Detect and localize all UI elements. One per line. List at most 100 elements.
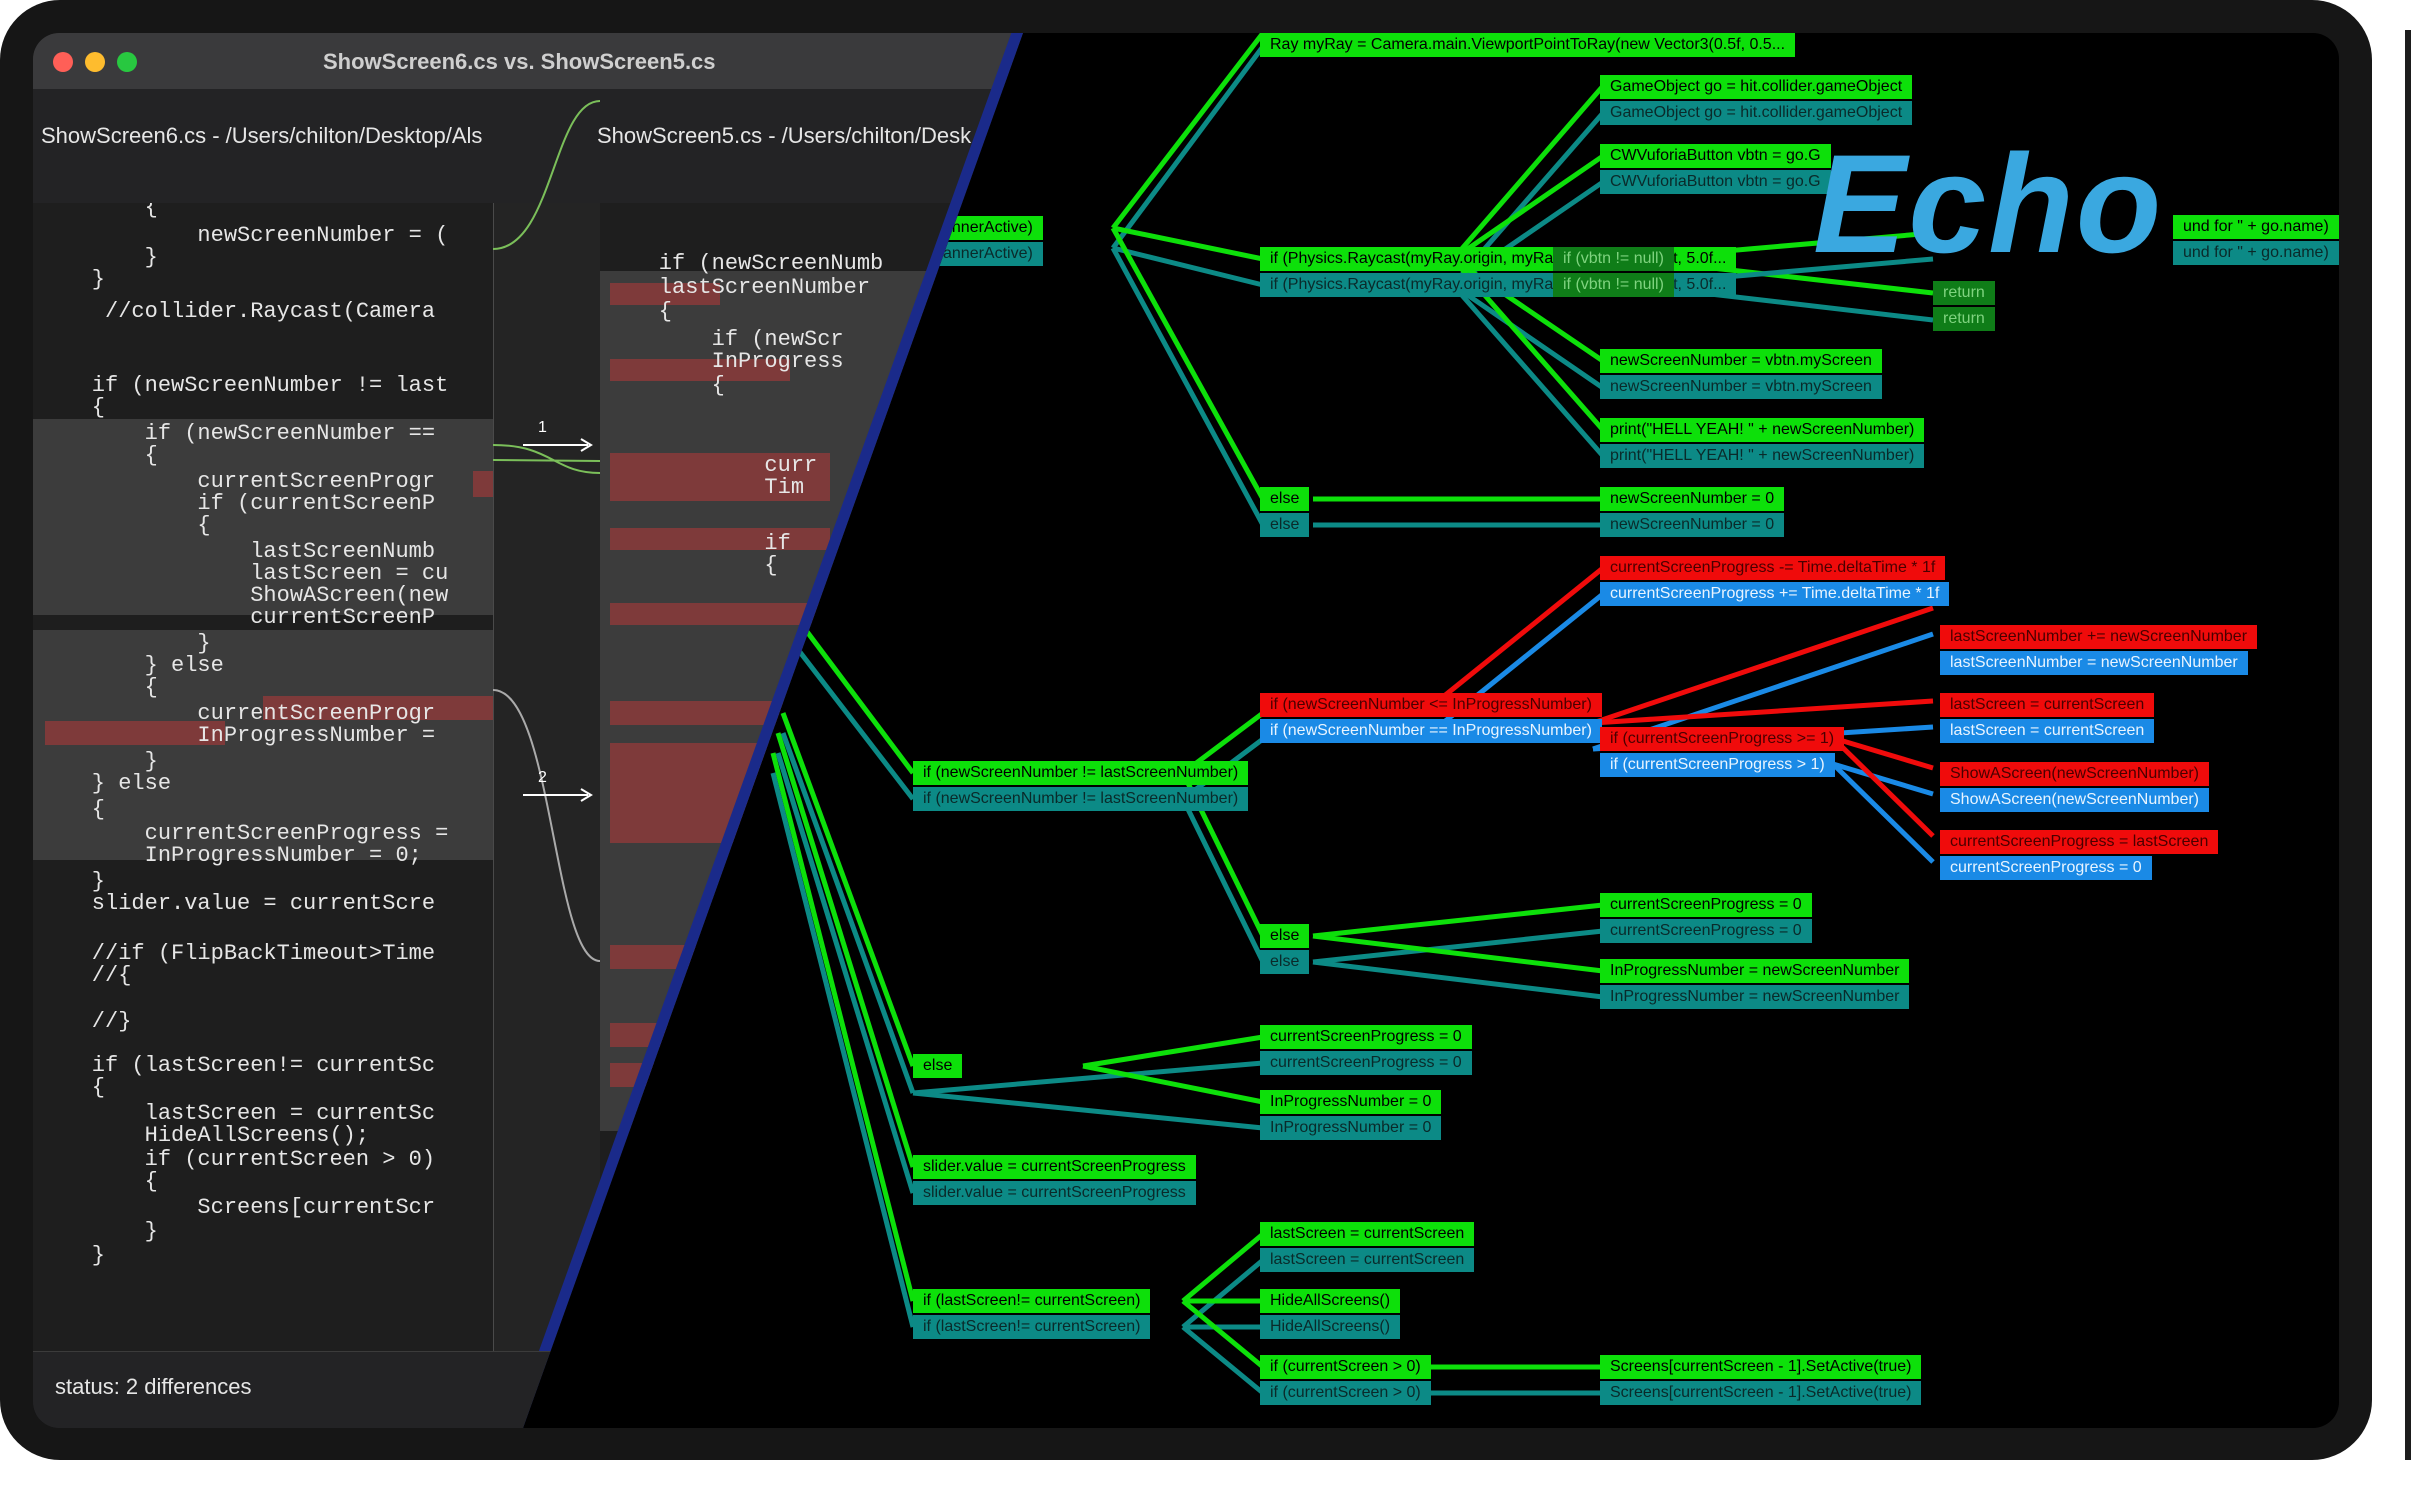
left-file-path: ShowScreen6.cs - /Users/chilton/Desktop/… xyxy=(41,123,483,148)
code-line: Tim xyxy=(606,475,805,500)
device-edge xyxy=(2405,30,2411,1460)
right-file-path: ShowScreen5.cs - /Users/chilton/Desk xyxy=(597,123,972,148)
code-line: //if (FlipBackTimeout>Time xyxy=(39,941,436,966)
code-line: //} xyxy=(39,1009,132,1034)
node-inprogress-assign[interactable]: InProgressNumber = newScreenNumber xyxy=(1600,959,1910,983)
node-if-progress-ge[interactable]: if (currentScreenProgress >= 1) xyxy=(1600,727,1845,751)
zoom-button[interactable] xyxy=(117,52,137,72)
code-line: newScreenNumber = ( xyxy=(39,223,449,248)
node-print[interactable]: print("HELL YEAH! " + newScreenNumber) xyxy=(1600,418,1925,442)
node-inprogress-zero[interactable]: InProgressNumber = 0 xyxy=(1260,1090,1442,1114)
code-line: if (newScreenNumb xyxy=(606,251,884,276)
node-vuforia-button-alt[interactable]: CWVuforiaButton vbtn = go.G xyxy=(1600,170,1831,194)
node-progress-zero-b-alt[interactable]: currentScreenProgress = 0 xyxy=(1260,1051,1472,1075)
diff-marker-1[interactable]: 1 xyxy=(538,419,547,436)
left-code-pane[interactable]: { newScreenNumber = ( } } //collider.Ray… xyxy=(33,203,493,1351)
node-gameobject[interactable]: GameObject go = hit.collider.gameObject xyxy=(1600,75,1913,99)
node-not-found[interactable]: und for " + go.name) xyxy=(2173,215,2339,239)
node-gameobject-alt[interactable]: GameObject go = hit.collider.gameObject xyxy=(1600,101,1913,125)
node-not-found-alt[interactable]: und for " + go.name) xyxy=(2173,241,2339,265)
node-if-progress-gt[interactable]: if (currentScreenProgress > 1) xyxy=(1600,753,1835,777)
code-line: currentScreenProgr xyxy=(39,469,436,494)
node-slider-value-alt[interactable]: slider.value = currentScreenProgress xyxy=(913,1181,1196,1205)
code-line: } else xyxy=(39,771,172,796)
node-lastscreennumber-add[interactable]: lastScreenNumber += newScreenNumber xyxy=(1940,625,2258,649)
code-line: } xyxy=(39,1243,106,1268)
node-else-a-alt[interactable]: else xyxy=(1260,513,1310,537)
minimize-button[interactable] xyxy=(85,52,105,72)
node-if-newscreennumber-alt[interactable]: if (newScreenNumber != lastScreenNumber) xyxy=(913,787,1249,811)
code-line: { xyxy=(606,299,673,324)
node-progress-lastscreen[interactable]: currentScreenProgress = lastScreen xyxy=(1940,830,2219,854)
code-line: { xyxy=(606,373,725,398)
node-setactive[interactable]: Screens[currentScreen - 1].SetActive(tru… xyxy=(1600,1355,1922,1379)
code-line: currentScreenP xyxy=(39,605,436,630)
node-progress-decrement[interactable]: currentScreenProgress -= Time.deltaTime … xyxy=(1600,556,1946,580)
node-progress-zero-blue[interactable]: currentScreenProgress = 0 xyxy=(1940,856,2152,880)
node-lastscreen-blue[interactable]: lastScreen = currentScreen xyxy=(1940,719,2155,743)
code-line: InProgress xyxy=(606,349,844,374)
code-line: { xyxy=(606,553,778,578)
node-progress-zero-a-alt[interactable]: currentScreenProgress = 0 xyxy=(1600,919,1812,943)
code-line: lastScreenNumb xyxy=(39,539,436,564)
title-bar: ShowScreen6.cs vs. ShowScreen5.cs xyxy=(33,33,1023,89)
code-line: } xyxy=(39,749,158,774)
code-line: } xyxy=(39,1219,158,1244)
node-else-a[interactable]: else xyxy=(1260,487,1310,511)
node-else-b[interactable]: else xyxy=(1260,924,1310,948)
node-return[interactable]: return xyxy=(1933,281,1995,305)
code-line: HideAllScreens(); xyxy=(39,1123,370,1148)
diff-gutter xyxy=(493,203,602,1351)
code-line: } xyxy=(39,869,106,894)
code-line: if (currentScreen > 0) xyxy=(39,1147,436,1172)
node-vbtn-null-alt[interactable]: if (vbtn != null) xyxy=(1553,273,1674,297)
code-line: { xyxy=(39,1075,106,1100)
node-newscreennumber-assign[interactable]: newScreenNumber = vbtn.myScreen xyxy=(1600,349,1882,373)
node-progress-increment[interactable]: currentScreenProgress += Time.deltaTime … xyxy=(1600,582,1950,606)
node-setactive-alt[interactable]: Screens[currentScreen - 1].SetActive(tru… xyxy=(1600,1381,1922,1405)
close-button[interactable] xyxy=(53,52,73,72)
node-slider-value[interactable]: slider.value = currentScreenProgress xyxy=(913,1155,1196,1179)
node-if-newscreennumber[interactable]: if (newScreenNumber != lastScreenNumber) xyxy=(913,761,1249,785)
node-if-currentscreen-alt[interactable]: if (currentScreen > 0) xyxy=(1260,1381,1431,1405)
diff-marker-2[interactable]: 2 xyxy=(538,769,547,786)
node-progress-zero-b[interactable]: currentScreenProgress = 0 xyxy=(1260,1025,1472,1049)
node-lastscreennumber-assign[interactable]: lastScreenNumber = newScreenNumber xyxy=(1940,651,2248,675)
node-if-lastscreen[interactable]: if (lastScreen!= currentScreen) xyxy=(913,1289,1151,1313)
node-ray[interactable]: Ray myRay = Camera.main.ViewportPointToR… xyxy=(1260,33,1796,57)
node-inprogress-zero-alt[interactable]: InProgressNumber = 0 xyxy=(1260,1116,1442,1140)
node-vuforia-button[interactable]: CWVuforiaButton vbtn = go.G xyxy=(1600,144,1831,168)
code-line: if (lastScreen!= currentSc xyxy=(39,1053,436,1078)
code-line: } xyxy=(39,267,106,292)
code-line: { xyxy=(39,797,106,822)
node-showascreen-red[interactable]: ShowAScreen(newScreenNumber) xyxy=(1940,762,2209,786)
code-line: lastScreenNumber xyxy=(606,275,871,300)
node-lastscreen-assign-alt[interactable]: lastScreen = currentScreen xyxy=(1260,1248,1475,1272)
node-if-lastscreen-alt[interactable]: if (lastScreen!= currentScreen) xyxy=(913,1315,1151,1339)
node-newscreennumber-zero[interactable]: newScreenNumber = 0 xyxy=(1600,487,1785,511)
node-hideallscreens-alt[interactable]: HideAllScreens() xyxy=(1260,1315,1401,1339)
node-if-inprogress-le[interactable]: if (newScreenNumber <= InProgressNumber) xyxy=(1260,693,1602,717)
node-print-alt[interactable]: print("HELL YEAH! " + newScreenNumber) xyxy=(1600,444,1925,468)
node-newscreennumber-assign-alt[interactable]: newScreenNumber = vbtn.myScreen xyxy=(1600,375,1882,399)
code-line: { xyxy=(39,1169,158,1194)
code-line: } xyxy=(39,631,211,656)
node-scanner-active-alt[interactable]: annerActive) xyxy=(933,242,1043,266)
node-showascreen-blue[interactable]: ShowAScreen(newScreenNumber) xyxy=(1940,788,2209,812)
node-lastscreen-red[interactable]: lastScreen = currentScreen xyxy=(1940,693,2155,717)
node-else-b-alt[interactable]: else xyxy=(1260,950,1310,974)
node-if-inprogress-eq[interactable]: if (newScreenNumber == InProgressNumber) xyxy=(1260,719,1602,743)
node-vbtn-null[interactable]: if (vbtn != null) xyxy=(1553,247,1674,271)
code-line: Screens[currentScr xyxy=(39,1195,436,1220)
node-newscreennumber-zero-alt[interactable]: newScreenNumber = 0 xyxy=(1600,513,1785,537)
node-inprogress-assign-alt[interactable]: InProgressNumber = newScreenNumber xyxy=(1600,985,1910,1009)
node-lastscreen-assign[interactable]: lastScreen = currentScreen xyxy=(1260,1222,1475,1246)
screen: Ray myRay = Camera.main.ViewportPointToR… xyxy=(33,33,2339,1428)
code-line: lastScreen = currentSc xyxy=(39,1101,436,1126)
node-hideallscreens[interactable]: HideAllScreens() xyxy=(1260,1289,1401,1313)
node-progress-zero-a[interactable]: currentScreenProgress = 0 xyxy=(1600,893,1812,917)
node-return-alt[interactable]: return xyxy=(1933,307,1995,331)
node-else-c[interactable]: else xyxy=(913,1054,963,1078)
node-if-currentscreen[interactable]: if (currentScreen > 0) xyxy=(1260,1355,1431,1379)
code-line: lastScreen = cu xyxy=(39,561,449,586)
